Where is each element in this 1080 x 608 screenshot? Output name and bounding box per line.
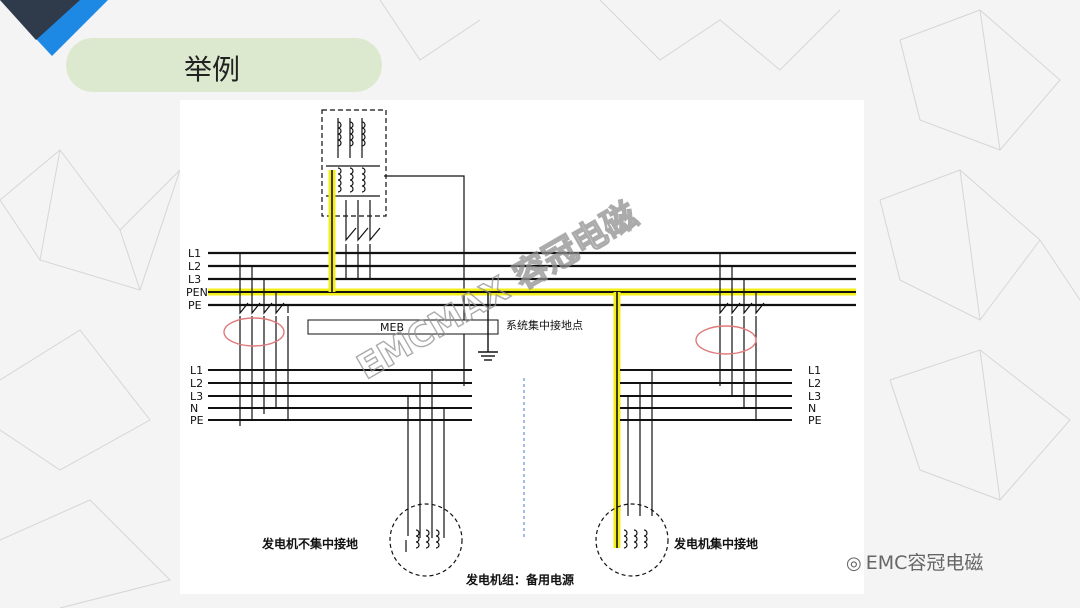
svg-text:L3: L3 (188, 273, 201, 286)
svg-text:L3: L3 (190, 390, 203, 403)
svg-text:L2: L2 (188, 260, 201, 273)
bottom-caption: 发电机组：备用电源 (465, 572, 574, 587)
right-bus-labels: L1 L2 L3 N PE (808, 364, 822, 427)
tn-c-s-generator-diagram: L1 L2 L3 PEN PE MEB 系统集中接地点 L1 L2 L3 N P… (180, 100, 864, 594)
left-generator (389, 370, 463, 577)
svg-text:PE: PE (190, 414, 204, 427)
main-bus-labels: L1 L2 L3 PEN PE (186, 247, 208, 312)
earth-point-label: 系统集中接地点 (506, 318, 583, 332)
svg-text:L2: L2 (190, 377, 203, 390)
left-bus (208, 369, 472, 421)
left-switch-circle (223, 317, 285, 347)
chat-icon: ◎ (846, 553, 862, 574)
svg-text:N: N (190, 402, 198, 415)
svg-text:PEN: PEN (186, 286, 208, 299)
meb-bar: MEB 系统集中接地点 (307, 292, 583, 361)
svg-text:L2: L2 (808, 377, 821, 390)
gen-left-label: 发电机不集中接地 (261, 536, 358, 551)
svg-text:L1: L1 (188, 247, 201, 260)
svg-text:MEB: MEB (380, 321, 404, 334)
right-generator (595, 370, 669, 577)
left-switchgroup (239, 253, 289, 426)
left-bus-labels: L1 L2 L3 N PE (190, 364, 204, 427)
svg-text:PE: PE (808, 414, 822, 427)
main-bus (208, 251, 856, 307)
slide-title: 举例 (184, 53, 241, 86)
svg-text:L1: L1 (190, 364, 203, 377)
footer-watermark: ◎EMC容冠电磁 (846, 552, 984, 574)
svg-text:L3: L3 (808, 390, 821, 403)
svg-text:L1: L1 (808, 364, 821, 377)
gen-right-label: 发电机集中接地 (673, 536, 758, 551)
svg-text:PE: PE (188, 299, 202, 312)
title-pill: 举例 (66, 38, 382, 92)
right-bus (620, 369, 792, 421)
right-switch-circle (695, 325, 757, 355)
transformer (321, 109, 465, 386)
svg-text:N: N (808, 402, 816, 415)
corner-decoration (0, 0, 108, 56)
